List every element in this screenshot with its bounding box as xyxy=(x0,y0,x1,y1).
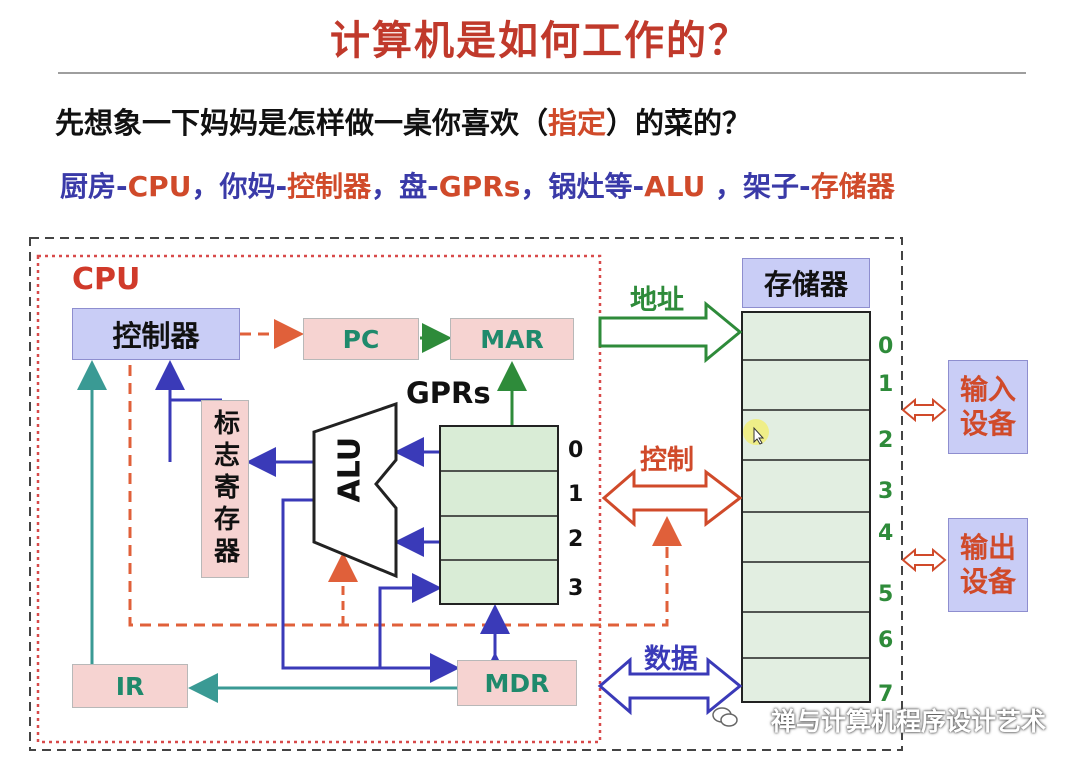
mdr-box: MDR xyxy=(457,660,577,706)
control-bus-arrow xyxy=(601,468,743,528)
ir-box: IR xyxy=(72,664,188,708)
analogy-segment: 存储器 xyxy=(810,170,895,203)
analogy-segment: 厨房- xyxy=(60,170,128,203)
mem-index-7: 7 xyxy=(878,682,894,707)
analogy-segment: CPU xyxy=(127,170,192,203)
page-title: 计算机是如何工作的？ xyxy=(330,18,750,64)
analogy-segment: ，你妈- xyxy=(191,170,288,203)
gpr-file xyxy=(439,425,559,605)
question-highlight: 指定 xyxy=(548,106,607,140)
input-device-arrow xyxy=(901,397,947,423)
mem-index-0: 0 xyxy=(878,334,894,359)
analogy-segment: ，架子- xyxy=(705,170,811,203)
mem-index-4: 4 xyxy=(878,521,894,546)
data-bus-label: 数据 xyxy=(644,644,698,675)
mem-index-6: 6 xyxy=(878,628,894,653)
flag-register-box: 标志寄存器 xyxy=(201,400,249,578)
alu-to-mdr-arrow xyxy=(281,498,460,683)
input-device-box: 输入设备 xyxy=(948,360,1028,454)
title-divider xyxy=(58,72,1026,74)
mdr-to-gpr3-arrow xyxy=(378,573,442,668)
memory-block xyxy=(741,311,871,703)
output-device-arrow xyxy=(901,547,947,573)
gprs-label: GPRs xyxy=(406,376,491,410)
alu-label: ALU xyxy=(332,436,368,503)
watermark-text: 禅与计算机程序设计艺术 xyxy=(770,707,1046,736)
control-bus-label: 控制 xyxy=(640,445,694,476)
question-after: ）的菜的？ xyxy=(606,106,752,140)
pc-box: PC xyxy=(303,318,419,360)
mem-index-5: 5 xyxy=(878,582,894,607)
gpr-index-3: 3 xyxy=(568,576,584,601)
analogy-segment: GPRs xyxy=(438,170,521,203)
analogy-segment: ALU xyxy=(644,170,706,203)
mouse-cursor-icon xyxy=(753,426,765,445)
gpr-index-0: 0 xyxy=(568,438,584,463)
mem-index-2: 2 xyxy=(878,428,894,453)
analogy-line: 厨房-CPU，你妈-控制器，盘-GPRs，锅灶等-ALU ，架子-存储器 xyxy=(60,165,895,205)
cpu-label: CPU xyxy=(72,262,141,297)
analogy-segment: 控制器 xyxy=(287,170,372,203)
control-bus-line xyxy=(128,365,682,627)
question-text: 先想象一下妈妈是怎样做一桌你喜欢（指定）的菜的？ xyxy=(55,100,751,142)
controller-box: 控制器 xyxy=(72,308,240,360)
gpr-index-2: 2 xyxy=(568,527,584,552)
wechat-icon xyxy=(712,707,738,727)
output-device-box: 输出设备 xyxy=(948,518,1028,612)
gpr-index-1: 1 xyxy=(568,482,584,507)
memory-label: 存储器 xyxy=(742,258,870,308)
data-bus-arrow xyxy=(597,656,743,716)
analogy-segment: ，锅灶等- xyxy=(520,170,645,203)
address-bus-label: 地址 xyxy=(630,285,684,316)
question-before: 先想象一下妈妈是怎样做一桌你喜欢（ xyxy=(55,106,549,140)
analogy-segment: ，盘- xyxy=(371,170,439,203)
cpu-boundary xyxy=(36,254,602,744)
computer-boundary xyxy=(29,237,903,751)
address-bus-arrow xyxy=(598,300,743,364)
mem-index-1: 1 xyxy=(878,372,894,397)
mem-index-3: 3 xyxy=(878,479,894,504)
alu-shape xyxy=(312,401,398,579)
mar-box: MAR xyxy=(450,318,574,360)
